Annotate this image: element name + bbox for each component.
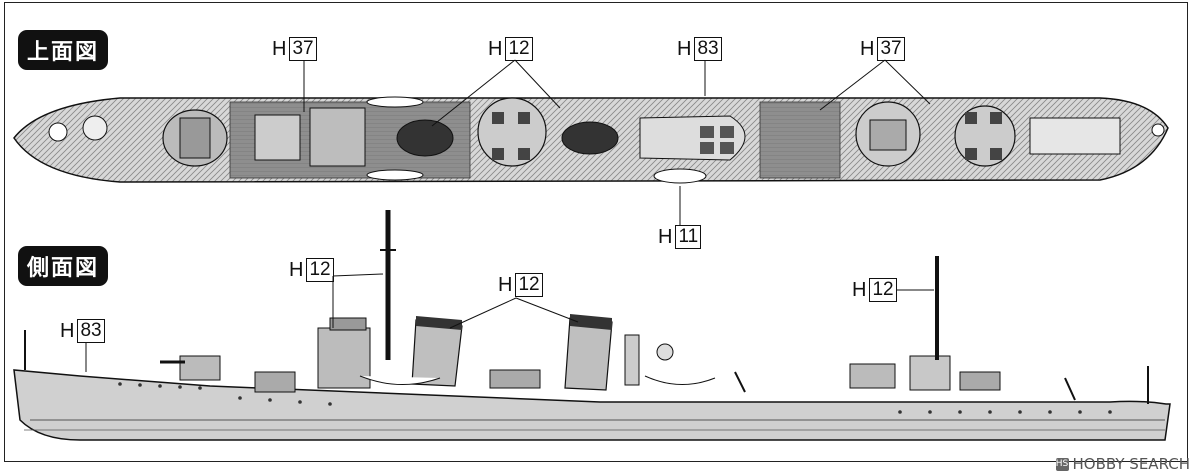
callout-side-h12-mast: H 12 xyxy=(289,258,334,282)
hobby-search-logo-icon: HS xyxy=(1055,457,1069,471)
callout-side-h83: H 83 xyxy=(60,319,105,343)
callout-side-h12-funnels: H 12 xyxy=(498,273,543,297)
callout-top-h37-right: H 37 xyxy=(860,37,905,61)
watermark: HS HOBBY SEARCH xyxy=(1055,455,1190,473)
side-view-title: 側面図 xyxy=(18,246,109,286)
side-view-ship xyxy=(13,210,1171,441)
watermark-text: HOBBY SEARCH xyxy=(1072,455,1190,473)
callout-top-h12: H 12 xyxy=(488,37,533,61)
top-view-leaders xyxy=(303,59,931,226)
callout-top-h83: H 83 xyxy=(677,37,722,61)
callout-top-h11: H 11 xyxy=(658,225,702,249)
top-view-ship xyxy=(13,96,1169,184)
callout-top-h37-left: H 37 xyxy=(272,37,317,61)
side-view-leaders xyxy=(85,273,934,372)
top-view-title: 上面図 xyxy=(18,30,109,70)
callout-side-h12-rear: H 12 xyxy=(852,278,897,302)
